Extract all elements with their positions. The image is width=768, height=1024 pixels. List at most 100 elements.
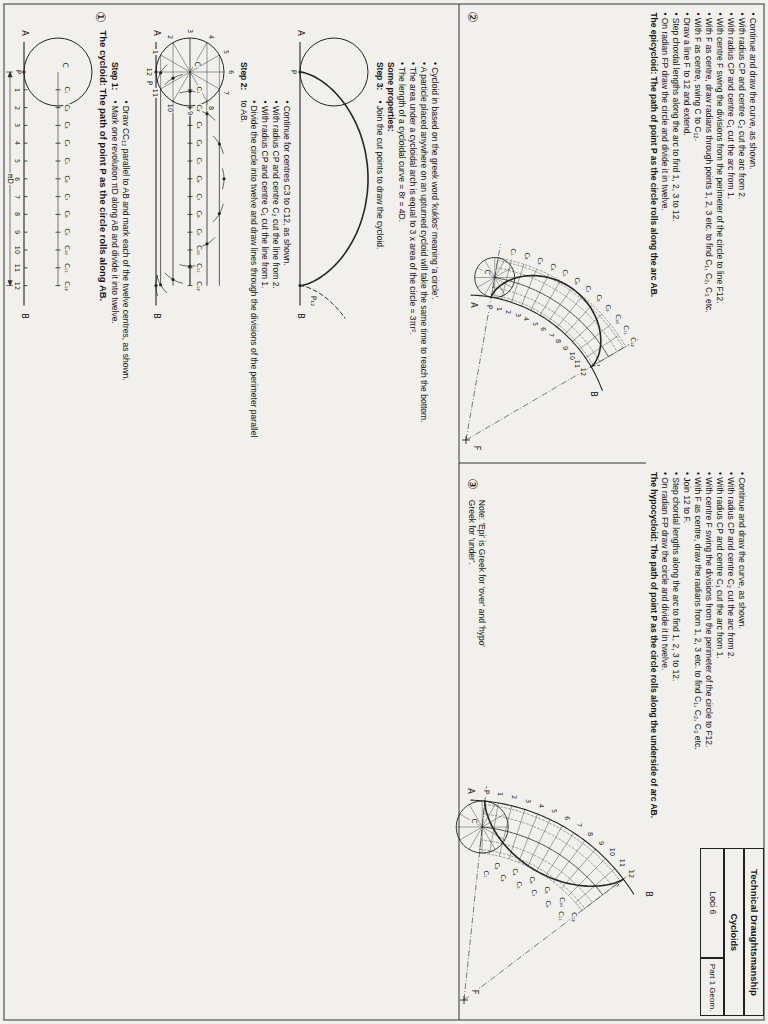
division-tick (24, 143, 28, 144)
division-number: 7 (14, 194, 21, 200)
division-number: 1 (14, 87, 21, 93)
note-text: • With radius CP and centre C₂ cut the l… (270, 100, 280, 445)
centre-label: C₁₀ (196, 244, 203, 256)
hypocycloid-curve (485, 801, 623, 886)
centre-label: C₆ (64, 174, 71, 183)
centre-label: F (472, 445, 480, 452)
centre-mark (56, 267, 61, 268)
epicycloid-curve (491, 276, 601, 367)
centre-cross (464, 996, 465, 1004)
radial-line (554, 841, 585, 882)
centre-arc (495, 278, 609, 357)
centre-mark (56, 89, 61, 90)
division-tick (24, 89, 28, 90)
division-number: 12 (579, 367, 586, 377)
note-text: • Mark one revolution πD along AB and di… (109, 100, 119, 445)
title-block-text: Part 1 Geom. (707, 962, 716, 1012)
dimension-label: πD (6, 173, 14, 185)
note-text: • With centre F swing the divisions from… (703, 472, 713, 842)
division-number: 6 (540, 326, 547, 332)
circle-division (477, 268, 512, 288)
centre-label: C₃ (500, 874, 507, 883)
radial-line (579, 325, 610, 350)
centre-label: C₂ (524, 251, 531, 260)
construction-arc (480, 849, 585, 908)
centre-label: C₁₂ (196, 280, 203, 292)
cut-arc (213, 136, 223, 153)
end-label: A (296, 29, 304, 36)
centre-cross (466, 436, 467, 444)
title-block-text: Cycloids (729, 852, 739, 1012)
end-label: B (20, 312, 28, 320)
division-tick (24, 125, 28, 126)
parallel-line (207, 101, 208, 285)
centre-label: C₇ (531, 888, 538, 897)
note-text: • Join 12 to F. (681, 472, 691, 842)
arrowhead (8, 281, 12, 286)
panel-divider (459, 4, 460, 1020)
cut-point (205, 242, 208, 245)
line-ab (23, 42, 24, 306)
extension-line (6, 285, 13, 286)
division-number: 6 (228, 69, 235, 75)
parallel-line (207, 43, 208, 286)
note-text: • A particle placed anywhere on an uptur… (418, 62, 428, 450)
cycloid-curve (300, 72, 368, 286)
centre-label: C₁₀ (558, 897, 565, 909)
cut-point (205, 112, 208, 115)
parallel-line (160, 89, 161, 286)
centre-label: C₈ (544, 886, 551, 895)
division-tick (24, 285, 28, 286)
centre-label: C₃ (537, 256, 544, 265)
note-text: • On radian FP draw the circle and divid… (659, 472, 669, 842)
note-text: • On radian FP draw the circle and divid… (659, 12, 669, 437)
construction-arc (485, 805, 621, 882)
rolling-circle (300, 38, 368, 106)
division-number: 11 (618, 857, 625, 867)
construction-arc (498, 258, 626, 347)
note-text: • With radius CP and centre C₂ cut the a… (736, 12, 746, 437)
division-number: 4 (207, 33, 214, 39)
division-number: 1 (151, 48, 158, 54)
point-label: P (289, 69, 297, 76)
cut-point (171, 77, 174, 80)
division-number: 2 (511, 794, 518, 800)
construction-arc (495, 278, 609, 357)
division-number: 12 (627, 868, 634, 878)
end-label: B (296, 312, 304, 320)
panel-number: ③ (466, 477, 479, 491)
centre-label: C₈ (64, 210, 71, 219)
centre-label: C₅ (64, 156, 71, 165)
cut-point (171, 278, 174, 281)
radial-line (545, 833, 574, 877)
division-number: 8 (14, 211, 21, 217)
division-number: 1 (497, 791, 504, 797)
division-number: 2 (166, 33, 173, 39)
centre-label: C₁ (64, 85, 71, 94)
notes-heading: The hypocycloid: The path of point P as … (648, 472, 658, 842)
centre-label: C₁₂ (571, 911, 578, 923)
division-number: 10 (14, 245, 21, 255)
cut-arc (165, 273, 182, 283)
point-label: P (14, 69, 22, 76)
parallel-line (173, 101, 174, 285)
cut-arc (213, 204, 223, 221)
centre-label: C₂ (494, 861, 501, 870)
point-label: P (486, 304, 494, 311)
arrowhead (8, 72, 12, 77)
parallel-line (160, 55, 161, 286)
construction-arc (484, 814, 614, 887)
centre-label: C₉ (64, 228, 71, 237)
centre-label: C₁₀ (64, 244, 71, 256)
radial-line (549, 288, 572, 321)
radial-line (569, 859, 606, 896)
note-text: • Join the cut points to draw the cycloi… (374, 100, 384, 445)
cut-point (154, 284, 157, 287)
step-heading: Step 1: (109, 62, 119, 96)
note-text: • The length of a cycloidal curve = 8r =… (396, 62, 406, 450)
note-text: • With radius CP and centre C₂ cut the a… (725, 472, 735, 842)
division-number: 10 (166, 102, 173, 112)
division-number: 7 (548, 332, 555, 338)
line-ab (155, 42, 156, 306)
panel-heading: The cycloid: The path of point P as the … (97, 30, 108, 440)
